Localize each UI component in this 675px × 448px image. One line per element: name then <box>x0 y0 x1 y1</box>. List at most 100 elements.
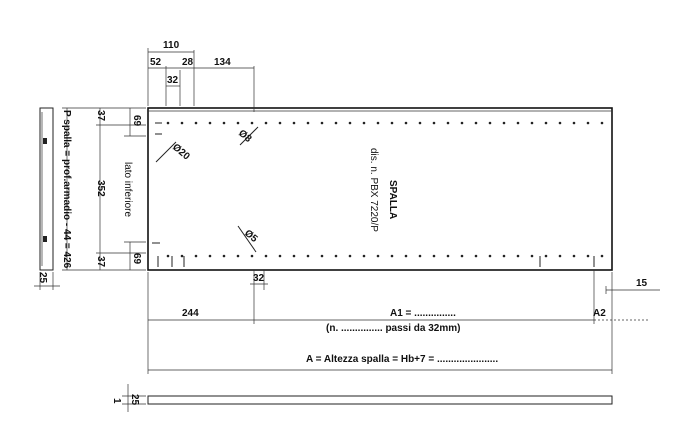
shelf-pin-hole <box>194 121 198 125</box>
shelf-pin-hole <box>502 121 506 125</box>
hole-d8-label: Ø8 <box>236 128 254 145</box>
hole-d5-label: Ø5 <box>242 228 260 245</box>
side-label: lato inferiore <box>122 162 133 217</box>
shelf-pin-hole <box>166 254 170 258</box>
shelf-pin-hole <box>208 121 212 125</box>
shelf-pin-hole <box>572 254 576 258</box>
shelf-pin-hole <box>292 121 296 125</box>
dim-110: 110 <box>163 40 180 51</box>
passi-label: (n. ............... passi da 32mm) <box>326 323 460 334</box>
leader-d8 <box>239 126 259 146</box>
shelf-pin-hole <box>544 121 548 125</box>
dim-28: 28 <box>182 57 194 68</box>
shelf-pin-hole <box>530 254 534 258</box>
panel-outline <box>147 107 613 271</box>
shelf-pin-hole <box>348 121 352 125</box>
dim-25-left: 25 <box>37 272 48 284</box>
leader-d20 <box>155 141 177 163</box>
panel-title: SPALLA <box>387 180 398 219</box>
top-hole-row <box>166 121 604 125</box>
shelf-pin-hole <box>488 254 492 258</box>
shelf-pin-hole <box>460 254 464 258</box>
shelf-pin-hole <box>264 254 268 258</box>
shelf-pin-hole <box>236 121 240 125</box>
edge-view-dimension-lines <box>122 384 146 412</box>
dim-32-top: 32 <box>167 75 179 86</box>
end-fitting-marks <box>152 122 595 267</box>
shelf-pin-hole <box>376 254 380 258</box>
dim-69-top: 69 <box>131 115 142 127</box>
shelf-pin-hole <box>250 254 254 258</box>
shelf-pin-hole <box>180 254 184 258</box>
a1-label: A1 = ............... <box>390 308 456 319</box>
shelf-pin-hole <box>222 121 226 125</box>
shelf-pin-hole <box>530 121 534 125</box>
shelf-pin-hole <box>502 254 506 258</box>
shelf-pin-hole <box>474 121 478 125</box>
dim-37-bottom: 37 <box>95 256 106 268</box>
bottom-dimension-lines <box>147 270 660 374</box>
dim-69-bottom: 69 <box>131 253 142 265</box>
dim-32-bottom: 32 <box>253 273 265 284</box>
drawing-number: dis. n. PBX 7220/P <box>368 148 379 232</box>
shelf-pin-hole <box>418 121 422 125</box>
shelf-pin-hole <box>586 254 590 258</box>
shelf-pin-hole <box>292 254 296 258</box>
shelf-pin-hole <box>236 254 240 258</box>
side-section-view <box>39 107 54 271</box>
shelf-pin-hole <box>222 254 226 258</box>
shelf-pin-hole <box>264 121 268 125</box>
p-spalla-label: P spalla = prof.armadio - 44 = 426 <box>61 110 72 269</box>
shelf-pin-hole <box>600 121 604 125</box>
shelf-pin-hole <box>390 254 394 258</box>
shelf-pin-hole <box>278 121 282 125</box>
shelf-pin-hole <box>600 254 604 258</box>
shelf-pin-hole <box>488 121 492 125</box>
shelf-pin-hole <box>362 121 366 125</box>
dim-1: 1 <box>111 398 122 404</box>
top-dimension-lines <box>147 48 255 112</box>
dim-25-left-lines <box>34 272 60 290</box>
shelf-pin-hole <box>334 121 338 125</box>
leader-d5 <box>237 225 257 253</box>
shelf-pin-hole <box>558 254 562 258</box>
shelf-pin-hole <box>432 121 436 125</box>
shelf-pin-hole <box>348 254 352 258</box>
dim-134: 134 <box>214 57 231 68</box>
shelf-pin-hole <box>320 254 324 258</box>
shelf-pin-hole <box>446 254 450 258</box>
shelf-pin-hole <box>250 121 254 125</box>
shelf-pin-hole <box>418 254 422 258</box>
dim-25-bottom: 25 <box>129 394 140 406</box>
bottom-hole-row <box>166 254 604 258</box>
shelf-pin-hole <box>460 121 464 125</box>
shelf-pin-hole <box>376 121 380 125</box>
shelf-pin-hole <box>586 121 590 125</box>
shelf-pin-hole <box>362 254 366 258</box>
dim-37-top: 37 <box>95 110 106 122</box>
shelf-pin-hole <box>474 254 478 258</box>
shelf-pin-hole <box>404 121 408 125</box>
shelf-pin-hole <box>166 121 170 125</box>
shelf-pin-hole <box>180 121 184 125</box>
left-dimension-lines <box>62 107 146 271</box>
shelf-pin-hole <box>306 254 310 258</box>
dim-352: 352 <box>95 180 106 197</box>
hole-d20-label: Ø20 <box>170 142 192 163</box>
shelf-pin-hole <box>320 121 324 125</box>
shelf-pin-hole <box>446 121 450 125</box>
shelf-pin-hole <box>558 121 562 125</box>
shelf-pin-hole <box>278 254 282 258</box>
a2-label: A2 <box>593 308 606 319</box>
shelf-pin-hole <box>334 254 338 258</box>
shelf-pin-hole <box>404 254 408 258</box>
shelf-pin-hole <box>390 121 394 125</box>
dim-15: 15 <box>636 278 648 289</box>
dim-52: 52 <box>150 57 162 68</box>
shelf-pin-hole <box>432 254 436 258</box>
shelf-pin-hole <box>306 121 310 125</box>
shelf-pin-hole <box>208 254 212 258</box>
shelf-pin-hole <box>194 254 198 258</box>
shelf-pin-hole <box>544 254 548 258</box>
